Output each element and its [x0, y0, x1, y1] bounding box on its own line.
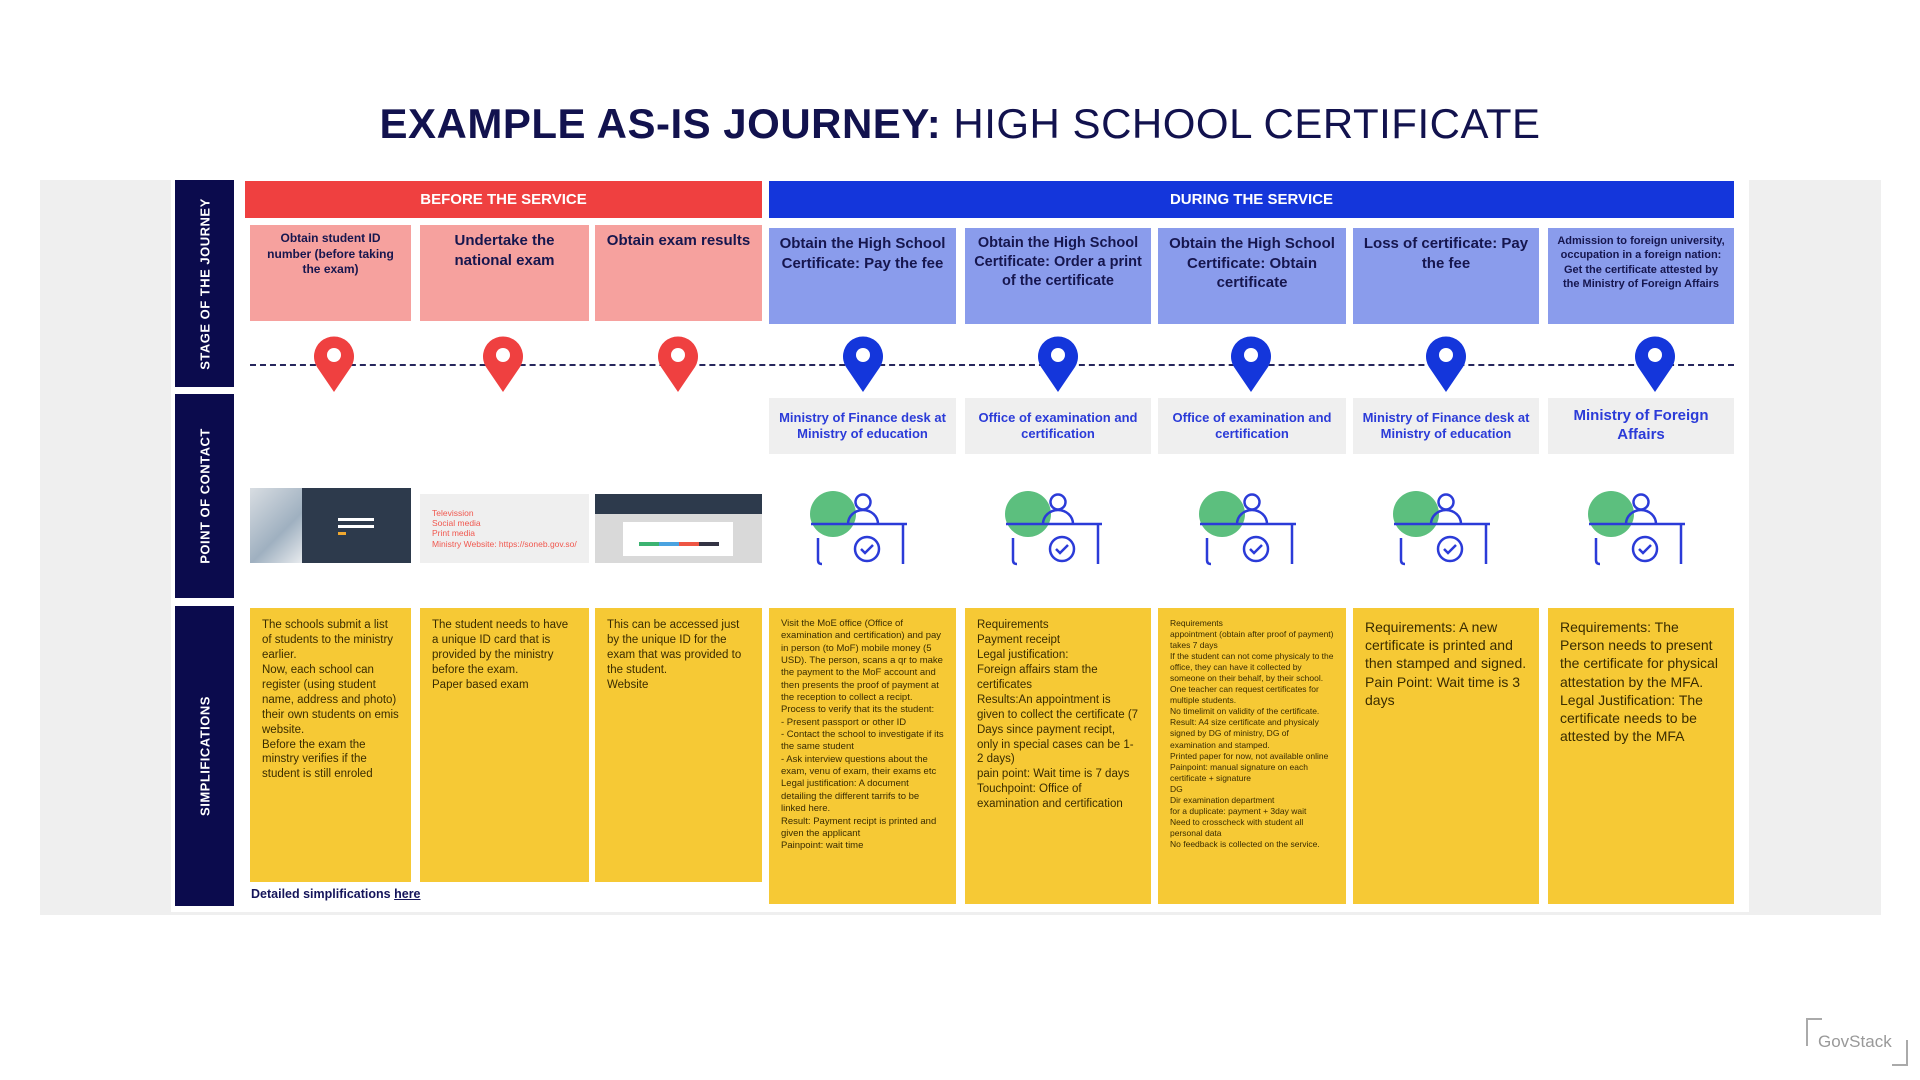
location-pin-icon: [314, 336, 354, 392]
stage-card: Loss of certificate: Pay the fee: [1353, 228, 1539, 324]
row-label-text: SIMPLIFICATIONS: [197, 696, 212, 816]
point-of-contact: Ministry of Foreign Affairs: [1548, 398, 1734, 454]
row-label-text: STAGE OF THE JOURNEY: [197, 197, 212, 370]
point-of-contact: Office of examination and certification: [965, 398, 1151, 454]
point-of-contact: Office of examination and certification: [1158, 398, 1346, 454]
location-pin-icon: [1635, 336, 1675, 392]
journey-timeline: [250, 364, 1734, 366]
service-desk-icon: [1588, 491, 1685, 566]
location-pin-icon: [1038, 336, 1078, 392]
channel-item: Print media: [432, 528, 475, 539]
stage-card: Obtain the High School Certificate: Obta…: [1158, 228, 1346, 324]
location-pin-icon: [1426, 336, 1466, 392]
govstack-logo: GovStack: [1806, 1018, 1908, 1066]
location-pin-icon: [483, 336, 523, 392]
simplification-note: This can be accessed just by the unique …: [595, 608, 762, 882]
page-title: EXAMPLE AS-IS JOURNEY: HIGH SCHOOL CERTI…: [0, 100, 1920, 148]
stage-card: Undertake the national exam: [420, 225, 589, 321]
service-desk-icon: [809, 491, 907, 566]
login-screenshot-thumbnail: [250, 488, 411, 563]
point-of-contact: Ministry of Finance desk at Ministry of …: [1353, 398, 1539, 454]
location-pin-icon: [1231, 336, 1271, 392]
channel-item: Ministry Website: https://soneb.gov.so/: [432, 538, 577, 549]
service-desk-icon: [1005, 491, 1102, 566]
simplification-note: Requirements appointment (obtain after p…: [1158, 608, 1346, 904]
simplification-note: The student needs to have a unique ID ca…: [420, 608, 589, 882]
service-desk-icon: [1393, 491, 1490, 566]
stage-card: Obtain the High School Certificate: Orde…: [965, 228, 1151, 324]
stage-card: Obtain the High School Certificate: Pay …: [769, 228, 956, 324]
location-pin-icon: [658, 336, 698, 392]
row-label-contact: POINT OF CONTACT: [175, 394, 234, 598]
simplification-note: Requirements Payment receipt Legal justi…: [965, 608, 1151, 904]
stage-card: Admission to foreign university, occupat…: [1548, 228, 1734, 324]
simplification-note: The schools submit a list of students to…: [250, 608, 411, 882]
title-bold: EXAMPLE AS-IS JOURNEY:: [379, 100, 942, 147]
phase-during-header: DURING THE SERVICE: [769, 181, 1734, 218]
row-label-simplifications: SIMPLIFICATIONS: [175, 606, 234, 906]
phase-before-header: BEFORE THE SERVICE: [245, 181, 762, 218]
detail-label: Detailed simplifications: [251, 887, 391, 901]
stage-card: Obtain exam results: [595, 225, 762, 321]
logo-text: GovStack: [1818, 1032, 1892, 1051]
point-of-contact: Ministry of Finance desk at Ministry of …: [769, 398, 956, 454]
detail-link[interactable]: here: [394, 887, 421, 901]
channel-item: Social media: [432, 518, 481, 529]
simplification-note: Requirements: A new certificate is print…: [1353, 608, 1539, 904]
simplification-note: Visit the MoE office (Office of examinat…: [769, 608, 956, 904]
results-website-thumbnail: [595, 494, 762, 563]
stage-card: Obtain student ID number (before taking …: [250, 225, 411, 321]
row-label-text: POINT OF CONTACT: [197, 428, 212, 564]
channel-item: Televission: [432, 508, 474, 518]
location-pin-icon: [843, 336, 883, 392]
row-label-stage: STAGE OF THE JOURNEY: [175, 180, 234, 387]
simplification-note: Requirements: The Person needs to presen…: [1548, 608, 1734, 904]
title-rest: HIGH SCHOOL CERTIFICATE: [953, 100, 1541, 147]
service-desk-icon: [1199, 491, 1296, 566]
detailed-simplifications-note: Detailed simplifications here: [251, 887, 421, 901]
